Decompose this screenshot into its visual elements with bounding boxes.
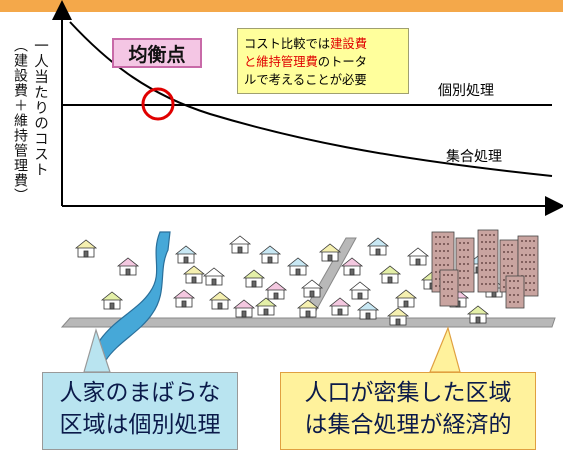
house-icon	[328, 297, 352, 316]
sparse-callout-line1: 人家のまばらな	[59, 380, 221, 406]
house-icon	[100, 291, 124, 310]
houses	[74, 235, 506, 326]
house-icon	[258, 245, 282, 264]
house-icon	[286, 257, 310, 276]
buildings	[431, 229, 539, 309]
house-icon	[300, 279, 324, 298]
house-icon	[208, 291, 232, 310]
house-icon	[394, 289, 418, 308]
house-icon	[242, 269, 266, 288]
collective-label: 集合処理	[446, 149, 502, 165]
individual-label: 個別処理	[438, 83, 494, 99]
note-text-2: のトータ	[317, 55, 367, 69]
balance-circle	[141, 87, 175, 121]
house-icon	[74, 239, 98, 258]
balance-point-label: 均衡点	[112, 38, 202, 68]
house-icon	[366, 237, 390, 256]
house-icon	[348, 281, 372, 300]
house-icon	[232, 299, 256, 318]
house-icon	[254, 297, 278, 316]
building-icon	[455, 237, 475, 293]
sparse-callout-line2: 区域は個別処理	[59, 412, 221, 438]
house-icon	[378, 265, 402, 284]
note-box: コスト比較では建設費と維持管理費のトータルで考えることが必要	[237, 28, 409, 94]
y-axis-label-main: 一人当たりのコスト	[32, 38, 48, 178]
sparse-area-callout: 人家のまばらな 区域は個別処理	[42, 372, 238, 450]
note-highlight-1: 建設費	[330, 37, 367, 51]
house-icon	[340, 257, 364, 276]
dense-callout-line2: は集合処理が経済的	[304, 412, 512, 438]
top-band	[0, 0, 563, 12]
note-text-3: ル	[244, 73, 257, 87]
house-icon	[466, 305, 490, 324]
house-icon	[116, 257, 140, 276]
house-icon	[228, 235, 252, 254]
house-icon	[406, 247, 430, 266]
dense-area-callout: 人口が密集した区域 は集合処理が経済的	[280, 372, 536, 450]
house-icon	[296, 299, 320, 318]
building-icon	[439, 269, 459, 307]
house-icon	[386, 307, 410, 326]
house-icon	[356, 301, 380, 320]
house-icon	[172, 289, 196, 308]
building-icon	[477, 229, 499, 293]
house-icon	[318, 243, 342, 262]
building-icon	[505, 275, 525, 309]
note-text-1: コスト比較では	[244, 37, 331, 51]
y-axis-label-sub: （建設費＋維持管理費）	[12, 38, 28, 203]
house-icon	[202, 267, 226, 286]
y-axis-label: 一人当たりのコスト （建設費＋維持管理費）	[2, 38, 58, 218]
dense-callout-line1: 人口が密集した区域	[304, 380, 512, 406]
note-text-4: で考えることが必要	[256, 73, 367, 87]
dense-pointer	[429, 326, 461, 373]
note-highlight-2: と維持管理費	[244, 55, 318, 69]
house-icon	[264, 281, 288, 300]
house-icon	[174, 245, 198, 264]
house-icon	[182, 265, 206, 284]
